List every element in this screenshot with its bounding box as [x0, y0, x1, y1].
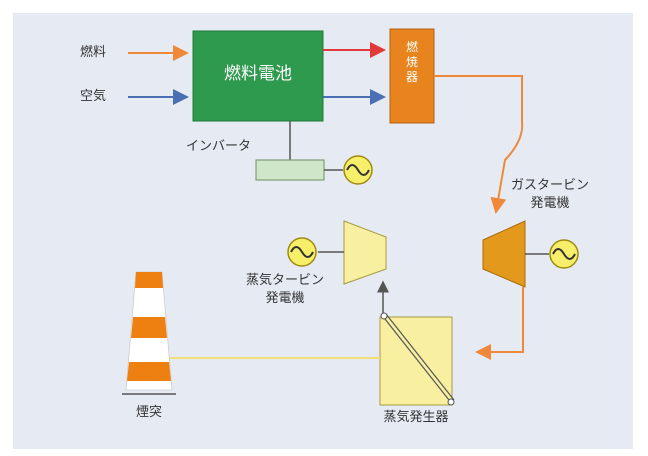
- steam-generator-tube-top: [380, 312, 388, 320]
- steam-turbine-generator-label-line2: 発電機: [265, 291, 305, 306]
- gas-turbine-shape: [482, 220, 526, 288]
- steam-turbine-generator-label-line1: 蒸気タービン: [245, 273, 324, 288]
- inverter-label: インバータ: [186, 139, 252, 154]
- fuel-cell-label: 燃料電池: [224, 64, 292, 84]
- chimney-icon: [122, 271, 176, 395]
- chimney-label: 煙突: [135, 405, 162, 420]
- gas-turbine-generator-label-line2: 発電機: [530, 196, 570, 211]
- steam-generator-box: [379, 316, 453, 406]
- gas-turbine-generator-label-line1: ガスタービン: [510, 178, 589, 193]
- fuel-cell-box: [192, 30, 324, 122]
- combustor-label: 燃焼器: [405, 40, 418, 84]
- inverter-box: [255, 159, 325, 181]
- fuel-label: 燃料: [80, 45, 107, 60]
- gas-turbine-exhaust-line: [475, 287, 524, 360]
- steam-turbine-shape: [343, 220, 387, 285]
- combustor-box: [389, 28, 435, 124]
- steam-generator-tube-a: [380, 313, 450, 401]
- gas-turbine-generator-wave: [552, 248, 576, 260]
- steam-generator-label: 蒸気発生器: [383, 410, 449, 425]
- steam-generator-tube-bottom: [447, 398, 455, 406]
- steam-generator-tube-b: [385, 313, 455, 401]
- combustor-to-gas-turbine: [434, 75, 524, 214]
- steam-turbine-generator-wave: [290, 246, 314, 258]
- inverter-generator-wave: [346, 164, 370, 176]
- air-label: 空気: [80, 89, 107, 104]
